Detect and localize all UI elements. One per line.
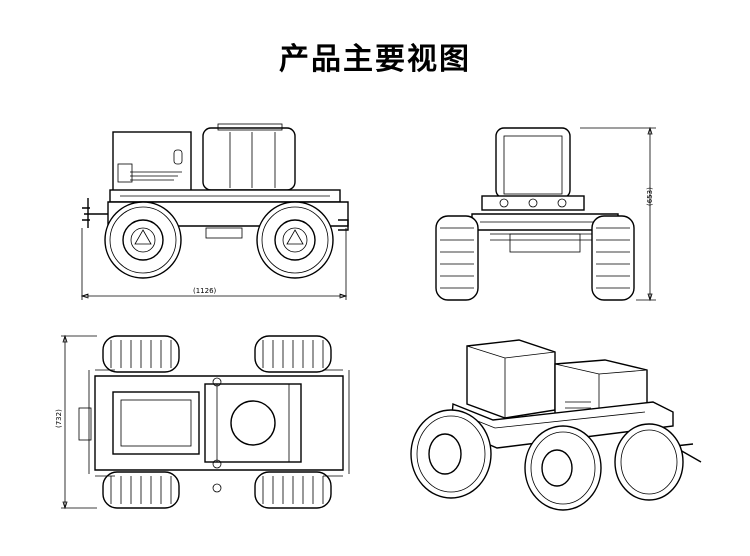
front-view-drawing [435,126,656,302]
tank [202,127,296,191]
side-front-wheel [256,201,334,279]
front-height-dimension: (653) [646,187,654,206]
top-view-drawing [61,334,350,510]
top-control-box [112,391,200,455]
control-box [112,131,192,193]
front-cage [495,127,571,199]
top-rear-left-wheel [102,471,180,509]
iso-front-left-wheel [524,425,602,511]
top-front-left-wheel [102,335,180,373]
iso-front-right-wheel [614,423,684,501]
side-rear-wheel [104,201,182,279]
isometric-view-drawing [410,339,702,511]
front-left-wheel [435,215,479,301]
top-front-right-wheel [254,335,332,373]
side-width-dimension: (1126) [193,287,217,295]
top-tank [204,383,302,463]
top-rear-right-wheel [254,471,332,509]
iso-rear-left-wheel [410,409,492,499]
top-length-dimension: (732) [55,409,63,428]
front-right-wheel [591,215,635,301]
iso-tank [466,339,556,419]
page-title: 产品主要视图 [279,42,471,77]
side-view-drawing [80,123,349,300]
